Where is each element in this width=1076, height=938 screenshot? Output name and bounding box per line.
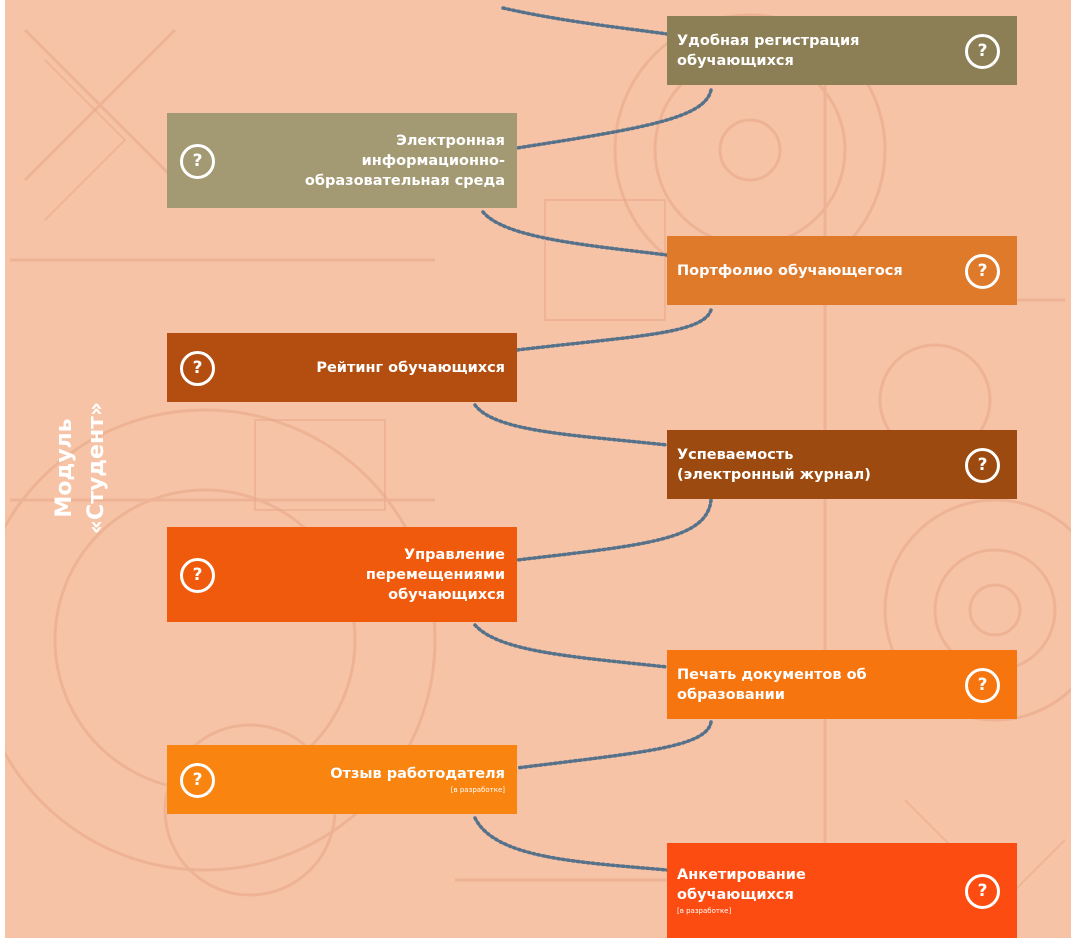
connector-lines: [473, 6, 713, 872]
block-portfolio-label: Портфолио обучающегося: [677, 262, 903, 279]
block-documents[interactable]: Печать документов об образовании ?: [667, 650, 1017, 719]
connector-line: [473, 403, 669, 447]
block-progress[interactable]: Успеваемость (электронный журнал) ?: [667, 430, 1017, 499]
block-portfolio[interactable]: Портфолио обучающегося ?: [667, 236, 1017, 305]
block-rating[interactable]: Рейтинг обучающихся ?: [167, 333, 517, 402]
connector-line: [515, 498, 713, 562]
connector-line: [515, 720, 713, 770]
help-icon[interactable]: ?: [965, 667, 1000, 703]
block-documents-label: Печать документов об образовании: [677, 666, 867, 703]
module-title-line1: Модуль: [52, 418, 77, 518]
block-eios-label: Электронная информационно- образовательн…: [304, 132, 505, 189]
block-employer-label: Отзыв работодателя [в разработке]: [227, 764, 505, 796]
block-survey[interactable]: Анкетирование обучающихся [в разработке]…: [667, 843, 1017, 938]
help-icon[interactable]: ?: [180, 143, 215, 179]
block-eios[interactable]: Электронная информационно- образовательн…: [167, 113, 517, 208]
block-registration[interactable]: Удобная регистрация обучающихся ?: [667, 16, 1017, 85]
module-title: Модуль «Студент»: [49, 368, 113, 568]
connector-line: [481, 210, 669, 257]
in-development-note: [в разработке]: [450, 785, 505, 794]
help-icon[interactable]: ?: [965, 253, 1000, 289]
help-icon[interactable]: ?: [180, 762, 215, 798]
block-rating-label: Рейтинг обучающихся: [316, 359, 505, 376]
help-icon[interactable]: ?: [965, 873, 1000, 909]
block-progress-label: Успеваемость (электронный журнал): [677, 446, 871, 483]
connector-line: [473, 623, 669, 669]
connector-line: [473, 816, 669, 872]
help-icon[interactable]: ?: [965, 33, 1000, 69]
help-icon[interactable]: ?: [965, 447, 1000, 483]
help-icon[interactable]: ?: [180, 350, 215, 386]
block-registration-label: Удобная регистрация обучающихся: [677, 32, 860, 69]
connector-line: [515, 88, 713, 150]
module-title-line2: «Студент»: [84, 401, 109, 535]
block-movement[interactable]: Управление перемещениями обучающихся ?: [167, 527, 517, 622]
block-survey-label: Анкетирование обучающихся [в разработке]: [677, 865, 953, 917]
block-employer[interactable]: Отзыв работодателя [в разработке] ?: [167, 745, 517, 814]
in-development-note: [в разработке]: [677, 906, 732, 915]
help-icon[interactable]: ?: [180, 557, 215, 593]
connector-line: [515, 308, 713, 352]
connector-line: [501, 6, 669, 36]
block-movement-label: Управление перемещениями обучающихся: [365, 546, 505, 603]
diagram-canvas: Модуль «Студент» Удобная регистрация обу…: [5, 0, 1071, 938]
